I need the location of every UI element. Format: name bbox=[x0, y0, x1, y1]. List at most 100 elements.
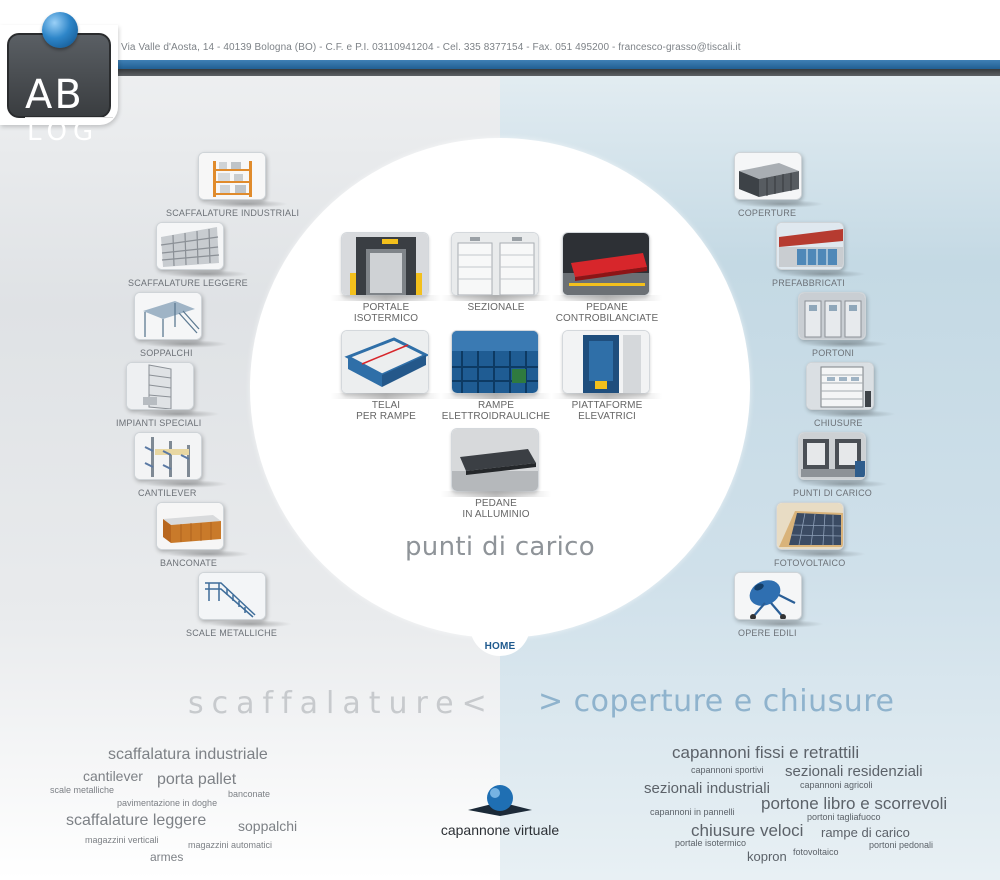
logo-divider bbox=[25, 117, 113, 118]
category-cantilever[interactable]: CANTILEVER bbox=[108, 432, 258, 502]
logo-text-bottom: LOG bbox=[27, 117, 100, 147]
category-label: SOPPALCHI bbox=[140, 348, 193, 358]
lift-platform-icon bbox=[562, 330, 650, 394]
tag-link[interactable]: sezionali residenziali bbox=[785, 763, 923, 780]
tag-link[interactable]: portoni tagliafuoco bbox=[807, 812, 881, 822]
capannone-virtuale-icon[interactable] bbox=[466, 784, 534, 820]
tag-link[interactable]: fotovoltaico bbox=[793, 847, 839, 857]
tag-link[interactable]: magazzini verticali bbox=[85, 835, 159, 845]
tag-link[interactable]: soppalchi bbox=[238, 818, 298, 834]
thumb-shadow bbox=[144, 340, 228, 348]
category-label: CHIUSURE bbox=[814, 418, 863, 428]
metal-stairs-icon bbox=[198, 572, 266, 620]
section-title: punti di carico bbox=[405, 532, 595, 562]
tag-link[interactable]: capannoni in pannelli bbox=[650, 807, 735, 817]
tag-link[interactable]: scaffalature leggere bbox=[66, 812, 207, 829]
capannone-virtuale-link[interactable]: capannone virtuale bbox=[440, 822, 560, 838]
product-shadow bbox=[552, 295, 662, 301]
home-link[interactable]: HOME bbox=[470, 626, 530, 656]
tag-link[interactable]: armes bbox=[150, 850, 184, 864]
category-portoni[interactable]: PORTONI bbox=[764, 292, 914, 362]
category-prefabbricati[interactable]: PREFABBRICATI bbox=[740, 222, 890, 292]
cantilever-icon bbox=[134, 432, 202, 480]
tag-link[interactable]: chiusure veloci bbox=[691, 821, 804, 840]
category-label: PORTONI bbox=[812, 348, 855, 358]
category-label: CANTILEVER bbox=[138, 488, 197, 498]
tag-link[interactable]: cantilever bbox=[83, 768, 143, 784]
category-label: SCALE METALLICHE bbox=[186, 628, 278, 638]
tag-link[interactable]: sezionali industriali bbox=[644, 780, 770, 797]
category-label: COPERTURE bbox=[738, 208, 797, 218]
category-label: SCAFFALATURE INDUSTRIALI bbox=[166, 208, 300, 218]
category-banconate[interactable]: BANCONATE bbox=[130, 502, 280, 572]
category-chiusure[interactable]: CHIUSURE bbox=[772, 362, 922, 432]
closures-icon bbox=[806, 362, 874, 410]
category-label: PUNTI DI CARICO bbox=[793, 488, 873, 498]
solar-panel-icon bbox=[776, 502, 844, 550]
mezzanine-icon bbox=[134, 292, 202, 340]
category-label: FOTOVOLTAICO bbox=[774, 558, 846, 568]
counter-icon bbox=[156, 502, 224, 550]
aluminium-platform-icon bbox=[451, 428, 539, 492]
tag-link[interactable]: scale metalliche bbox=[50, 785, 115, 795]
tag-link[interactable]: porta pallet bbox=[157, 771, 237, 788]
thumb-shadow bbox=[740, 620, 824, 628]
concrete-mixer-icon bbox=[734, 572, 802, 620]
category-punti-di-carico[interactable]: PUNTI DI CARICO bbox=[764, 432, 914, 502]
thumb-shadow bbox=[740, 200, 824, 208]
product-shadow bbox=[552, 393, 662, 399]
category-fotovoltaico[interactable]: FOTOVOLTAICO bbox=[740, 502, 890, 572]
category-coperture[interactable]: COPERTURE bbox=[708, 152, 858, 222]
category-soppalchi[interactable]: SOPPALCHI bbox=[108, 292, 258, 362]
special-systems-icon bbox=[126, 362, 194, 410]
category-scaffalature-leggere[interactable]: SCAFFALATURE LEGGERE bbox=[120, 222, 270, 292]
tag-link[interactable]: scaffalatura industriale bbox=[108, 746, 268, 763]
thumb-shadow bbox=[144, 480, 228, 488]
tag-link[interactable]: capannoni agricoli bbox=[800, 780, 873, 790]
heading-scaffalature[interactable]: scaffalature< bbox=[188, 686, 495, 721]
tag-link[interactable]: pavimentazione in doghe bbox=[117, 798, 218, 808]
heading-coperture-chiusure[interactable]: > coperture e chiusure bbox=[538, 684, 895, 719]
tag-link[interactable]: capannoni sportivi bbox=[691, 765, 764, 775]
category-scaffalature-industriali[interactable]: SCAFFALATURE INDUSTRIALI bbox=[158, 152, 308, 222]
product-shadow bbox=[441, 491, 551, 497]
prefab-icon bbox=[776, 222, 844, 270]
tag-link[interactable]: capannoni fissi e retrattili bbox=[672, 743, 860, 762]
category-scale-metalliche[interactable]: SCALE METALLICHE bbox=[170, 572, 320, 642]
tag-link[interactable]: portone libro e scorrevoli bbox=[761, 794, 948, 813]
home-label: HOME bbox=[484, 641, 516, 652]
category-impianti-speciali[interactable]: IMPIANTI SPECIALI bbox=[100, 362, 250, 432]
tag-link[interactable]: magazzini automatici bbox=[188, 840, 273, 850]
isothermal-portal-icon bbox=[341, 232, 429, 296]
tag-link[interactable]: banconate bbox=[228, 789, 271, 799]
category-opere-edili[interactable]: OPERE EDILI bbox=[708, 572, 858, 642]
category-label: BANCONATE bbox=[160, 558, 218, 568]
tag-link[interactable]: portale isotermico bbox=[675, 838, 747, 848]
light-shelving-icon bbox=[156, 222, 224, 270]
thumb-shadow bbox=[136, 410, 220, 418]
tag-link[interactable]: kopron bbox=[747, 849, 787, 864]
product-label: SEZIONALE bbox=[467, 302, 525, 313]
industrial-shelving-icon bbox=[198, 152, 266, 200]
thumb-shadow bbox=[812, 410, 896, 418]
thumb-shadow bbox=[782, 270, 866, 278]
tag-link[interactable]: portoni pedonali bbox=[869, 840, 934, 850]
product-sezionale[interactable]: SEZIONALE bbox=[441, 232, 551, 332]
header-bar-blue bbox=[116, 60, 1000, 69]
hydraulic-ramp-icon bbox=[451, 330, 539, 394]
thumb-shadow bbox=[208, 620, 292, 628]
category-label: PREFABBRICATI bbox=[772, 278, 845, 288]
tag-link[interactable]: rampe di carico bbox=[821, 825, 910, 840]
thumb-shadow bbox=[166, 550, 250, 558]
logo-sphere-icon bbox=[42, 12, 78, 48]
